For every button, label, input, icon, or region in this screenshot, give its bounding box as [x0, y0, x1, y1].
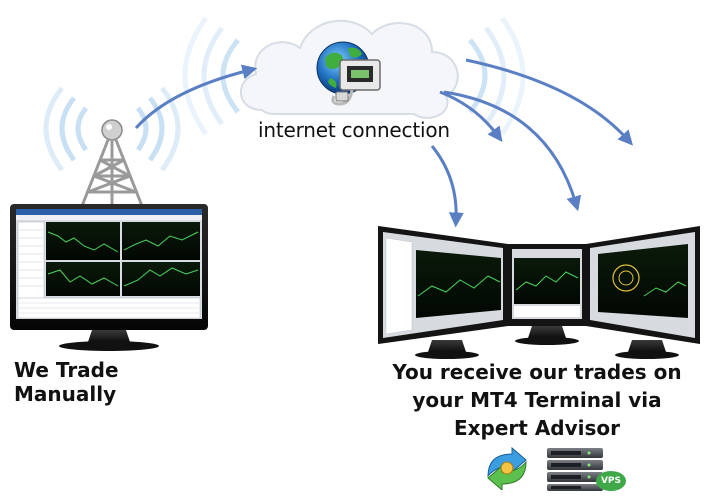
globe-network-icon	[316, 41, 381, 106]
triple-monitors	[378, 226, 700, 359]
arrow-cloud-to-monitors-3	[443, 90, 582, 212]
arrow-cloud-to-monitors-4	[465, 58, 633, 146]
arrow-tower-to-cloud	[134, 64, 258, 130]
arrow-cloud-to-monitors-1	[430, 145, 464, 228]
metatrader-icon	[487, 446, 527, 490]
vps-badge: VPS	[596, 471, 626, 491]
we-trade-manually-caption: We Trade Manually	[14, 358, 119, 406]
arrow-cloud-to-monitors-2	[439, 90, 503, 143]
tower-signal-waves	[43, 86, 181, 172]
vps-server-icon	[547, 448, 603, 491]
internet-connection-label: internet connection	[258, 118, 450, 142]
radio-tower-icon	[80, 119, 144, 207]
caption-line-2: your MT4 Terminal via	[412, 388, 662, 412]
signal-arrows	[134, 58, 633, 228]
left-monitor	[10, 204, 208, 351]
caption-line-3: Expert Advisor	[453, 416, 621, 440]
receive-trades-caption: You receive our trades on your MT4 Termi…	[392, 358, 682, 442]
caption-line-1: You receive our trades on	[392, 360, 682, 384]
